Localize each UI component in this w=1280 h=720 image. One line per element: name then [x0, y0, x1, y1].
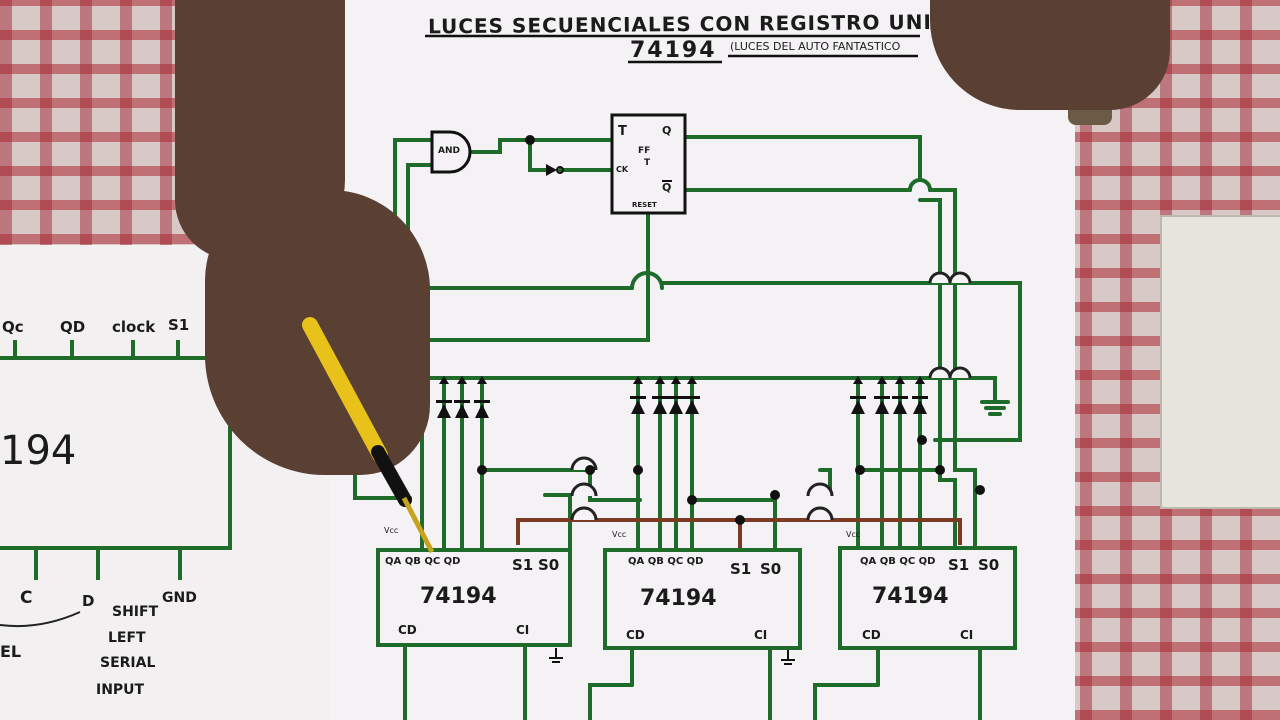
left-pin-d: D: [82, 592, 95, 610]
chip-2-ci: CI: [754, 628, 768, 642]
left-gnd: GND: [162, 590, 197, 606]
and-gate: [430, 130, 472, 174]
chip-2-cd: CD: [626, 628, 645, 642]
diagram-part-number: 74194: [630, 38, 717, 63]
left-part: 194: [0, 428, 77, 474]
left-pin-qd: QD: [60, 318, 86, 336]
chip-1-q-pins: QA QB QC QD: [385, 556, 461, 567]
ff-sub-label: T: [644, 158, 651, 168]
chip-1-s0: S0: [538, 556, 560, 574]
left-note-left: LEFT: [108, 630, 146, 646]
chip-2-part: 74194: [640, 586, 717, 611]
left-pin-clock: clock: [112, 318, 156, 336]
chip-1-ci: CI: [516, 623, 530, 637]
ff-q-label: Q: [662, 124, 672, 137]
and-gate-label: AND: [438, 146, 460, 156]
ff-name-label: FF: [638, 146, 651, 156]
chip-3-ci: CI: [960, 628, 974, 642]
chip-3-vcc: Vcc: [846, 530, 861, 539]
chip-3-s0: S0: [978, 556, 1000, 574]
ff-qbar-label: Q: [662, 181, 672, 194]
chip-3-box: [838, 546, 1017, 650]
ff-reset-label: RESET: [632, 201, 657, 209]
flip-flop-box: [610, 113, 687, 215]
left-pin-s1: S1: [168, 316, 190, 334]
chip-3-q-pins: QA QB QC QD: [860, 556, 936, 567]
hand-right-top: [930, 0, 1170, 110]
chip-2-q-pins: QA QB QC QD: [628, 556, 704, 567]
chip-3-part: 74194: [872, 584, 949, 609]
chip-1-s1: S1: [512, 556, 534, 574]
ff-ck-label: CK: [616, 165, 629, 174]
chip-1-cd: CD: [398, 623, 417, 637]
left-note-input: INPUT: [96, 682, 145, 698]
chip-2-s0: S0: [760, 560, 782, 578]
chip-3-s1: S1: [948, 556, 970, 574]
left-pin-qc: Qc: [2, 318, 24, 336]
diagram-subtitle: (LUCES DEL AUTO FANTASTICO: [730, 40, 901, 53]
breadboard: [1160, 215, 1280, 509]
chip-2-vcc: Vcc: [612, 530, 627, 539]
ff-t-label: T: [618, 124, 627, 139]
chip-1-box: [376, 548, 572, 647]
chip-1-vcc: Vcc: [384, 526, 399, 535]
left-edge-text: EL: [0, 642, 22, 661]
chip-3-cd: CD: [862, 628, 881, 642]
chip-2-box: [603, 548, 802, 650]
chip-1-part: 74194: [420, 584, 497, 609]
left-pin-c: C: [20, 588, 33, 608]
left-note-serial: SERIAL: [100, 655, 156, 671]
left-note-shift: SHIFT: [112, 604, 159, 620]
chip-2-s1: S1: [730, 560, 752, 578]
